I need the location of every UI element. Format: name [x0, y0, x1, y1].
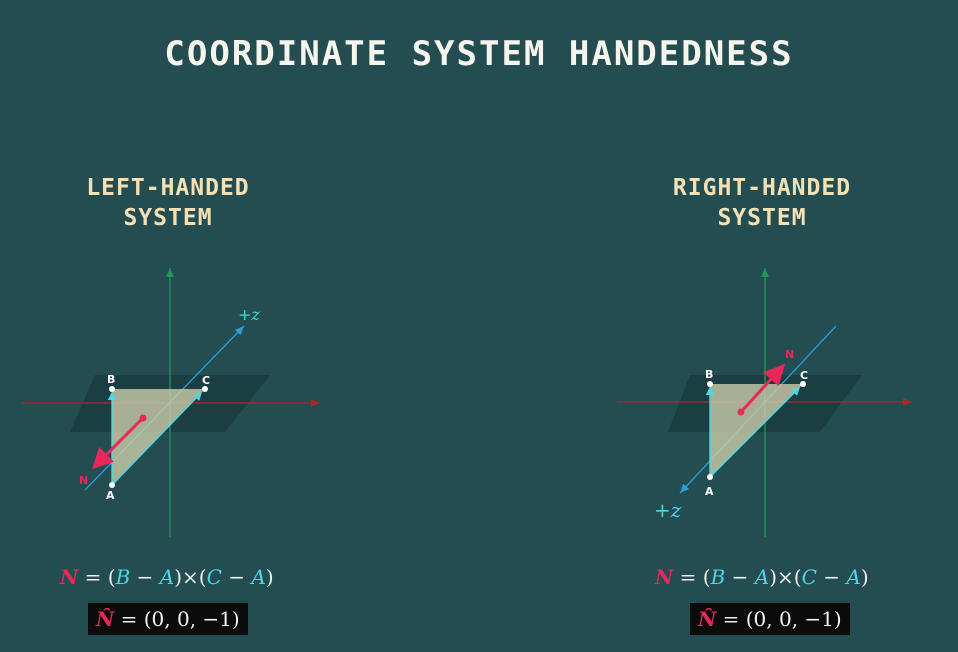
right-normal-origin	[737, 408, 745, 416]
left-formula-b: B	[115, 565, 131, 589]
left-edge-ac	[111, 391, 202, 486]
right-subtitle-line-2: System	[717, 205, 807, 231]
right-formula-a-1: A	[754, 565, 770, 589]
left-vertex-a-dot	[109, 482, 115, 488]
right-formula-close: )	[860, 565, 869, 589]
left-handed-diagram: A B C N +z	[22, 268, 320, 537]
left-vertex-c-dot	[202, 386, 208, 392]
left-normal-formula: N = (B − A)×(C − A)	[60, 565, 274, 589]
right-formula-cross: )×(	[769, 565, 802, 589]
right-vertex-b-label: B	[705, 368, 713, 381]
left-formula-cross: )×(	[174, 565, 207, 589]
right-vertex-c-label: C	[800, 369, 808, 382]
right-formula-eq: = (	[673, 565, 711, 589]
left-z-axis-label: +z	[238, 305, 260, 324]
right-handed-diagram: A B C N +z	[617, 268, 912, 537]
right-normal-arrow	[739, 363, 786, 414]
left-result-value: = (0, 0, −1)	[114, 607, 240, 631]
right-vertex-a-label: A	[705, 485, 714, 498]
right-vertex-a-dot	[707, 474, 713, 480]
right-handed-subtitle: Right-Handed System	[632, 173, 892, 233]
left-normal-arrow	[91, 416, 145, 470]
left-vertex-b-label: B	[107, 373, 115, 386]
left-handed-subtitle: Left-Handed System	[38, 173, 298, 233]
right-formula-n: N	[655, 565, 674, 589]
right-vertex-c-dot	[800, 381, 806, 387]
right-z-axis-label: +z	[654, 498, 682, 522]
right-subtitle-line-1: Right-Handed	[672, 175, 852, 201]
right-formula-b: B	[710, 565, 726, 589]
left-vertex-a-label: A	[106, 489, 115, 502]
left-vertex-c-label: C	[202, 374, 210, 387]
left-formula-close: )	[265, 565, 274, 589]
right-normal-result: N̂ = (0, 0, −1)	[690, 603, 850, 635]
left-formula-eq: = (	[78, 565, 116, 589]
left-formula-n: N	[60, 565, 79, 589]
left-subtitle-line-2: System	[123, 205, 213, 231]
left-formula-a-2: A	[251, 565, 266, 589]
left-result-n-hat: N̂	[96, 607, 115, 631]
right-edge-ac	[709, 387, 800, 478]
left-formula-a-1: A	[159, 565, 175, 589]
right-vertex-b-dot	[707, 381, 713, 387]
right-result-value: = (0, 0, −1)	[716, 607, 842, 631]
right-result-n-hat: N̂	[698, 607, 717, 631]
right-formula-minus-1: −	[725, 565, 755, 589]
right-normal-label: N	[785, 348, 794, 361]
right-formula-a-2: A	[846, 565, 861, 589]
left-normal-result: N̂ = (0, 0, −1)	[88, 603, 248, 635]
left-formula-c: C	[206, 565, 222, 589]
left-subtitle-line-1: Left-Handed	[86, 175, 250, 201]
left-normal-origin	[139, 414, 147, 422]
left-formula-minus-2: −	[221, 565, 252, 589]
right-formula-minus-2: −	[816, 565, 847, 589]
left-normal-label: N	[79, 474, 88, 487]
page-title: Coordinate System Handedness	[164, 34, 794, 74]
left-formula-minus-1: −	[130, 565, 160, 589]
right-formula-c: C	[801, 565, 817, 589]
right-normal-formula: N = (B − A)×(C − A)	[655, 565, 869, 589]
left-vertex-b-dot	[109, 386, 115, 392]
